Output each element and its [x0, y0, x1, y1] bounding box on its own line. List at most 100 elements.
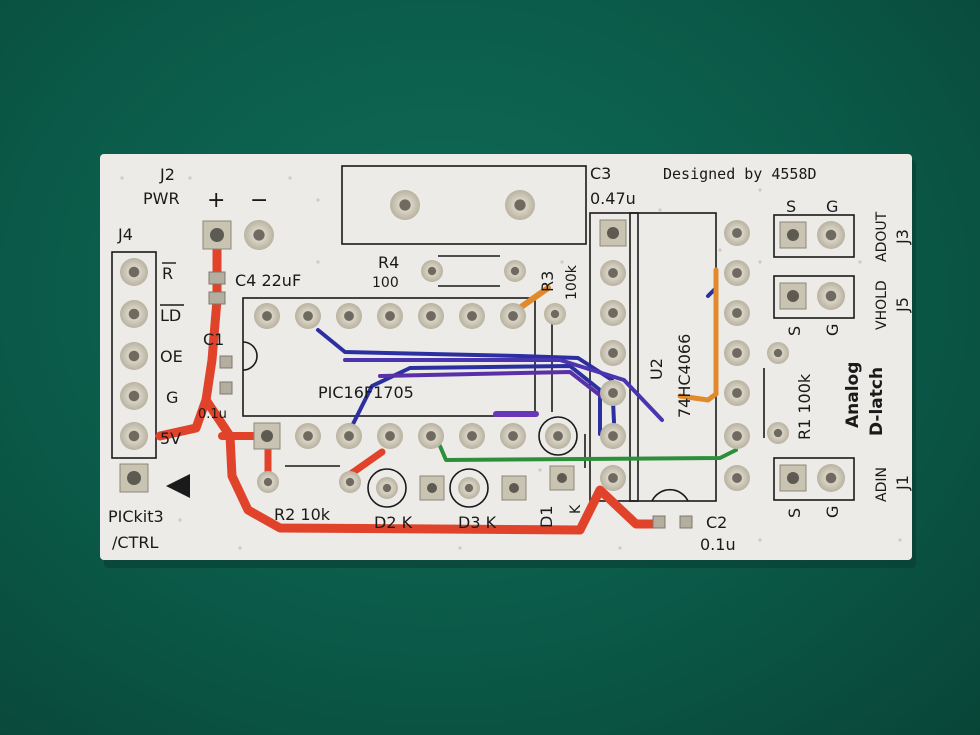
wire-red-ground-loop	[201, 395, 665, 535]
u1-pads-bottom	[253, 422, 526, 450]
wire-purple-blue-4	[378, 370, 608, 402]
j1-g: G	[823, 506, 842, 518]
right-connector-pads	[779, 221, 845, 492]
u1-pad	[500, 423, 526, 449]
d-pads	[257, 465, 575, 501]
d2-pad-a	[376, 477, 398, 499]
j5-pad-g	[817, 282, 845, 310]
j5-outline	[773, 275, 855, 319]
u1-pad	[418, 303, 444, 329]
j3-name: ADOUT	[874, 211, 890, 262]
j1-outline	[773, 457, 855, 501]
u2-pad	[600, 380, 626, 406]
u2-pads-right	[724, 220, 750, 491]
r3-pads	[544, 303, 571, 449]
d1-hole-k	[557, 473, 567, 483]
c3-pads	[390, 190, 535, 220]
c2-pad-2	[679, 515, 693, 529]
j2-hole-1	[210, 228, 224, 242]
u2-pad	[600, 340, 626, 366]
u2-part: 74HC4066	[675, 334, 694, 418]
j5-g: G	[823, 324, 842, 336]
j4-ref: J4	[117, 225, 133, 244]
u2-notch	[651, 488, 689, 502]
u1-pad	[500, 303, 526, 329]
j4-pin-ld: LD	[160, 306, 181, 325]
d2-label: D2 K	[374, 513, 413, 532]
r3-val: 100k	[564, 264, 580, 300]
c4-pad-1	[208, 271, 226, 285]
u1-pad	[336, 303, 362, 329]
j4-pin-oe: OE	[160, 347, 183, 366]
r4-pads	[421, 260, 526, 282]
u1-pad	[254, 303, 280, 329]
u2-pad	[724, 465, 750, 491]
d3-hole-k	[509, 483, 519, 493]
j1-hole-s	[787, 472, 799, 484]
j5-name: VHOLD	[874, 280, 890, 330]
u2-pad	[724, 423, 750, 449]
d2-outline	[367, 468, 407, 508]
d3-outline	[449, 468, 489, 508]
j1-ref: J1	[893, 475, 912, 491]
u2-pad	[600, 260, 626, 286]
wire-green	[438, 444, 738, 462]
u1-part: PIC16F1705	[318, 383, 414, 402]
j4-pad-oe	[120, 342, 148, 370]
c1-val: 0.1u	[198, 407, 227, 422]
wire-purple-blue-3	[343, 358, 664, 422]
j4-pin-5v: 5V	[160, 429, 181, 448]
u2-ref: U2	[647, 358, 666, 380]
r4-ref: R4	[378, 253, 399, 272]
j4-pad-r	[120, 258, 148, 286]
r1-pad-1	[767, 342, 789, 364]
u2-pad	[724, 300, 750, 326]
analog-title-1: Analog	[843, 362, 863, 428]
c3-ref: C3	[590, 164, 611, 183]
j2-ref: J2	[159, 165, 175, 184]
j3-ref: J3	[893, 229, 912, 245]
d2-hole-k	[427, 483, 437, 493]
smd-pads	[208, 271, 693, 529]
u2-pad	[724, 220, 750, 246]
j3-g: G	[826, 197, 838, 216]
c3-pad-1	[390, 190, 420, 220]
j2-pads	[202, 220, 274, 250]
r4-pad-2	[504, 260, 526, 282]
u1-pads-top	[254, 303, 526, 329]
j1-s: S	[785, 508, 804, 518]
j3-s: S	[786, 197, 796, 216]
c2-ref: C2	[706, 513, 727, 532]
j4-label-2: /CTRL	[112, 533, 158, 552]
u2-pad	[724, 340, 750, 366]
r4-pad-1	[421, 260, 443, 282]
r2-label: R2 10k	[274, 505, 331, 524]
r2-pad-1	[257, 471, 279, 493]
u1-pad	[377, 303, 403, 329]
c4-label: C4 22uF	[235, 271, 301, 290]
d1-pad	[545, 423, 571, 449]
j3-hole-s	[787, 229, 799, 241]
u1-pad	[459, 303, 485, 329]
pin1-arrow-icon	[166, 474, 190, 498]
d1-ref: D1	[537, 506, 556, 529]
j3-outline	[773, 214, 855, 258]
u1-notch	[242, 341, 258, 371]
credit-text: Designed by 4558D	[663, 165, 817, 183]
r1-label: R1 100k	[795, 373, 814, 440]
u2-pad	[724, 260, 750, 286]
j5-hole-s	[787, 290, 799, 302]
j4-hole-ctrl	[127, 471, 141, 485]
c1-ref: C1	[203, 330, 224, 349]
c1-pad-2	[219, 381, 233, 395]
r3-pad-1	[544, 303, 566, 325]
c4-pad-2	[208, 291, 226, 305]
j2-name: PWR	[143, 189, 180, 208]
j4-pin-r: R	[162, 264, 173, 283]
u2-pad	[724, 380, 750, 406]
analog-title-2: D-latch	[867, 367, 887, 436]
r2-pad-2	[339, 471, 361, 493]
d1-k: K	[568, 504, 584, 514]
